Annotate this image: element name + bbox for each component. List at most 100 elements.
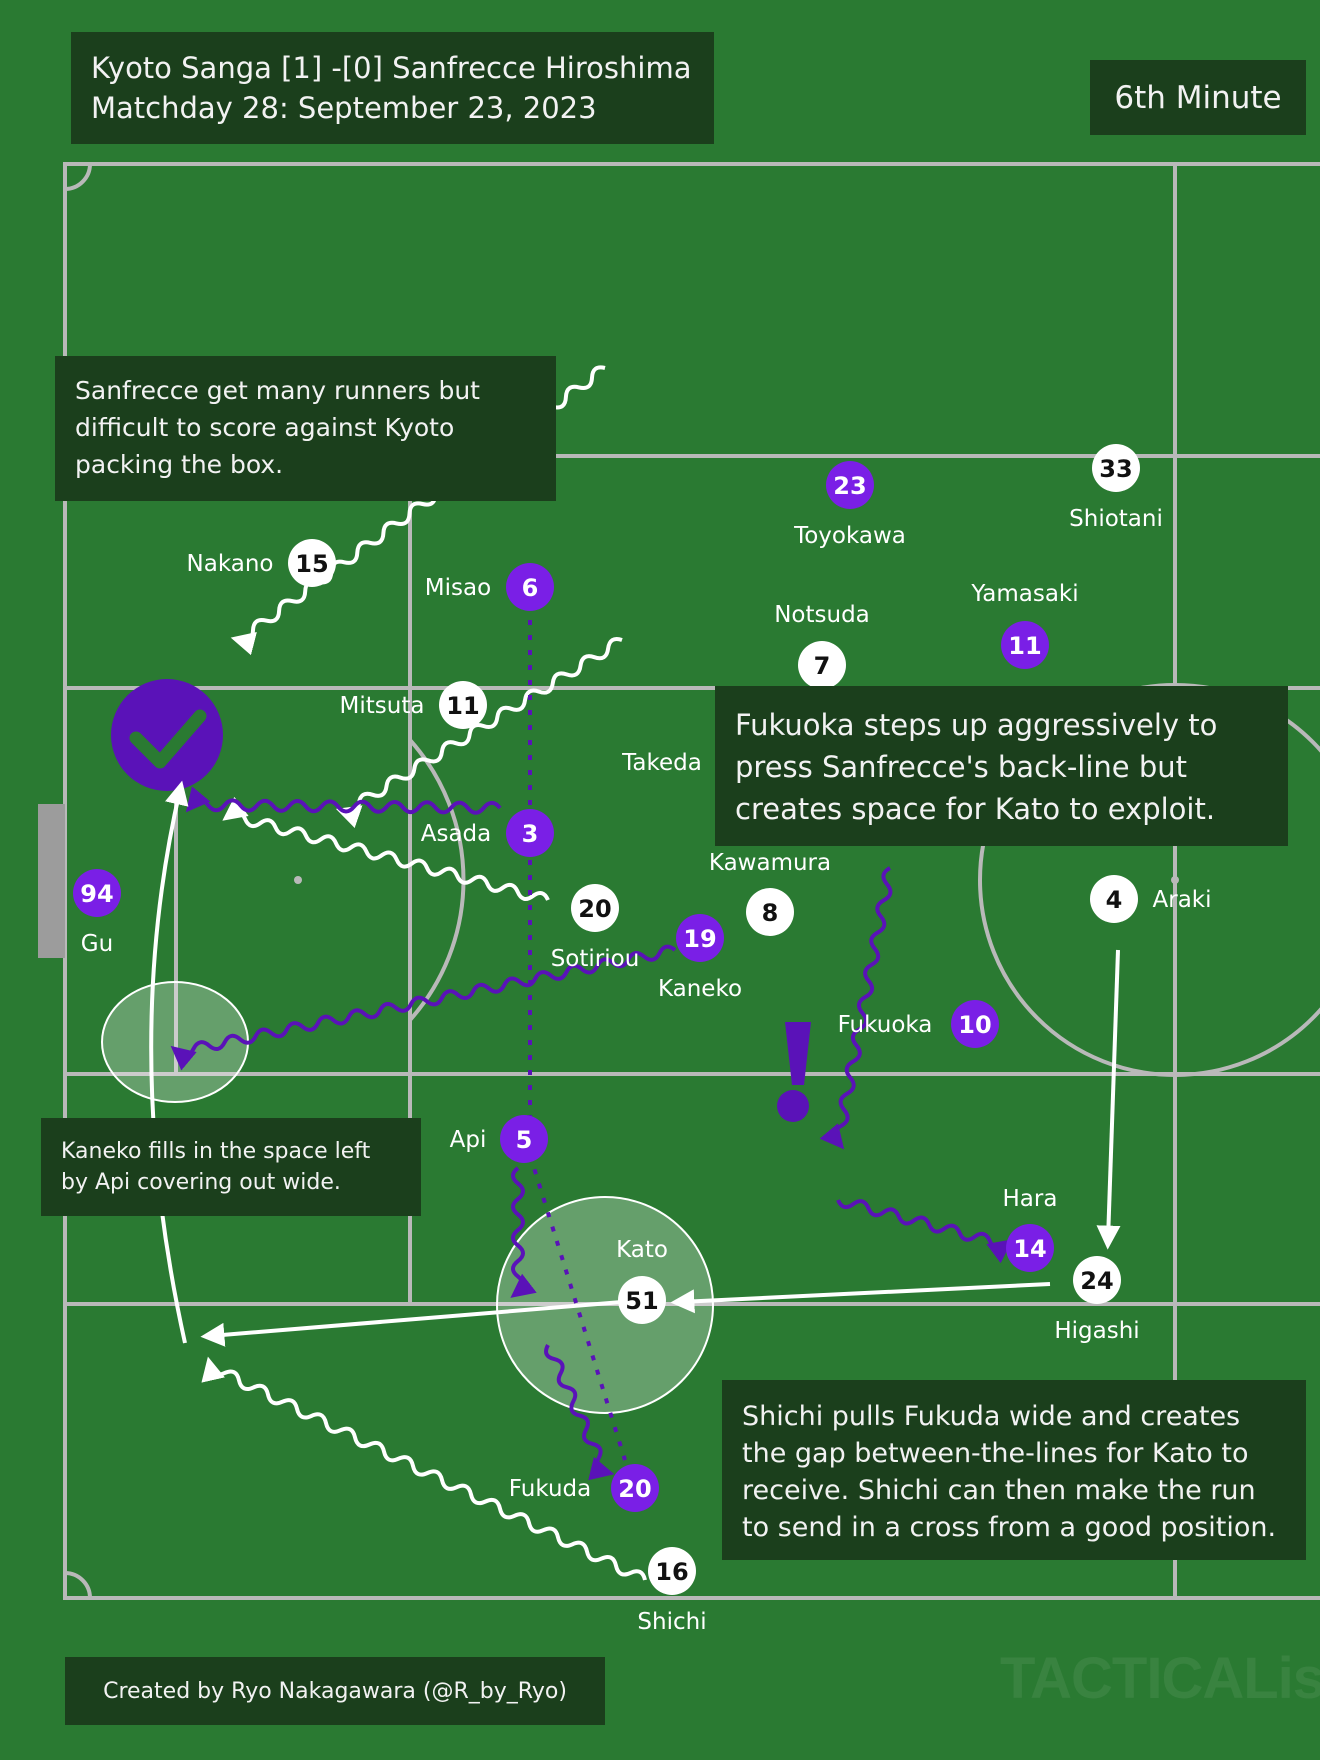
player-marker	[1001, 621, 1049, 669]
run-shichi-curved	[149, 780, 189, 1344]
run-hara	[836, 1199, 1013, 1264]
pass-higashi-kato	[670, 1282, 1051, 1314]
player-number: 16	[655, 1558, 688, 1586]
player-number: 11	[1008, 632, 1041, 660]
player-number: 24	[1080, 1267, 1113, 1295]
player-marker	[611, 1464, 659, 1512]
player-marker	[618, 1276, 666, 1324]
run-api	[510, 1166, 537, 1298]
player-number: 10	[958, 1011, 991, 1039]
player-marker	[798, 641, 846, 689]
player-marker	[439, 681, 487, 729]
player-name: Kaneko	[658, 976, 742, 1002]
player-number: 14	[1013, 1235, 1046, 1263]
player-marker	[648, 1547, 696, 1595]
player-number: 11	[446, 692, 479, 720]
player-number: 19	[683, 925, 716, 953]
player-number: 7	[814, 652, 831, 680]
player-name: Yamasaki	[970, 581, 1078, 607]
player-marker	[288, 539, 336, 587]
player-name: Araki	[1153, 887, 1212, 913]
player-marker	[571, 884, 619, 932]
player-marker	[746, 888, 794, 936]
player-marker	[73, 869, 121, 917]
player-name: Mitsuta	[340, 693, 425, 719]
player-name: Nakano	[187, 551, 274, 577]
player-misao: 6 Misao	[425, 563, 554, 611]
note-kaneko: Kaneko fills in the space left by Api co…	[41, 1118, 421, 1216]
match-title-box: Kyoto Sanga [1] -[0] Sanfrecce Hiroshima…	[71, 32, 714, 144]
player-fukuda: 20 Fukuda	[509, 1464, 659, 1512]
player-marker	[506, 809, 554, 857]
player-number: 6	[522, 574, 539, 602]
player-number: 5	[516, 1126, 533, 1154]
player-api: 5 Api	[450, 1115, 548, 1163]
check-icon	[111, 679, 223, 791]
movement-arrows	[149, 365, 1121, 1581]
penalty-arc	[408, 738, 466, 1022]
corner-arc-top	[64, 163, 92, 191]
watermark-logo: TACTICALista	[1000, 1646, 1320, 1711]
player-name: Kato	[616, 1237, 668, 1263]
player-name: Higashi	[1054, 1318, 1139, 1344]
player-number: 4	[1106, 886, 1123, 914]
player-number: 15	[295, 550, 328, 578]
credit-line: Created by Ryo Nakagawara (@R_by_Ryo)	[65, 1657, 605, 1725]
player-name: Fukuda	[509, 1476, 591, 1502]
run-shichi	[201, 1356, 647, 1581]
player-name: Toyokawa	[793, 523, 906, 549]
player-marker	[500, 1115, 548, 1163]
penalty-spot	[294, 876, 302, 884]
player-yamasaki: 11 Yamasaki	[970, 581, 1079, 669]
player-name: Sotiriou	[551, 946, 640, 972]
player-number: 20	[618, 1475, 651, 1503]
player-fukuoka: 10 Fukuoka	[838, 1000, 999, 1048]
match-title: Kyoto Sanga [1] -[0] Sanfrecce Hiroshima	[91, 51, 692, 85]
run-asada	[185, 786, 502, 815]
player-number: 51	[625, 1287, 658, 1315]
player-name: Hara	[1003, 1186, 1058, 1212]
minute-badge: 6th Minute	[1090, 60, 1306, 135]
player-araki: 4 Araki	[1090, 875, 1212, 923]
run-takeda	[819, 866, 893, 1150]
player-name: Asada	[421, 821, 492, 847]
exclamation-icon	[777, 1022, 811, 1122]
run-kaneko	[170, 944, 677, 1071]
center-spot	[1171, 876, 1179, 884]
player-number: 94	[80, 880, 113, 908]
pass-kato-shichi	[200, 1300, 623, 1347]
player-name: Api	[450, 1127, 487, 1153]
run-fukuda	[544, 1344, 615, 1481]
goal	[38, 804, 65, 958]
player-hara: 14 Hara	[1003, 1186, 1058, 1272]
player-name: Shichi	[637, 1609, 706, 1635]
player-marker	[1090, 875, 1138, 923]
player-marker	[676, 914, 724, 962]
player-name: Fukuoka	[838, 1012, 933, 1038]
player-number: 33	[1099, 455, 1132, 483]
player-nakano: 15 Nakano	[187, 539, 336, 587]
player-kato: 51 Kato	[616, 1237, 668, 1324]
note-fukuoka: Fukuoka steps up aggressively to press S…	[715, 686, 1288, 846]
run-sotiriou	[222, 796, 550, 901]
player-marker	[1006, 1224, 1054, 1272]
run-mitsuta-diag	[335, 636, 623, 829]
note-shichi: Shichi pulls Fukuda wide and creates the…	[722, 1380, 1306, 1560]
player-mitsuta: 11 Mitsuta	[340, 681, 487, 729]
player-number: 8	[762, 899, 779, 927]
player-name: Misao	[425, 575, 491, 601]
player-marker	[826, 461, 874, 509]
player-marker	[1073, 1256, 1121, 1304]
player-number: 20	[578, 895, 611, 923]
player-notsuda: 7 Notsuda	[774, 602, 870, 689]
player-name: Notsuda	[774, 602, 870, 628]
